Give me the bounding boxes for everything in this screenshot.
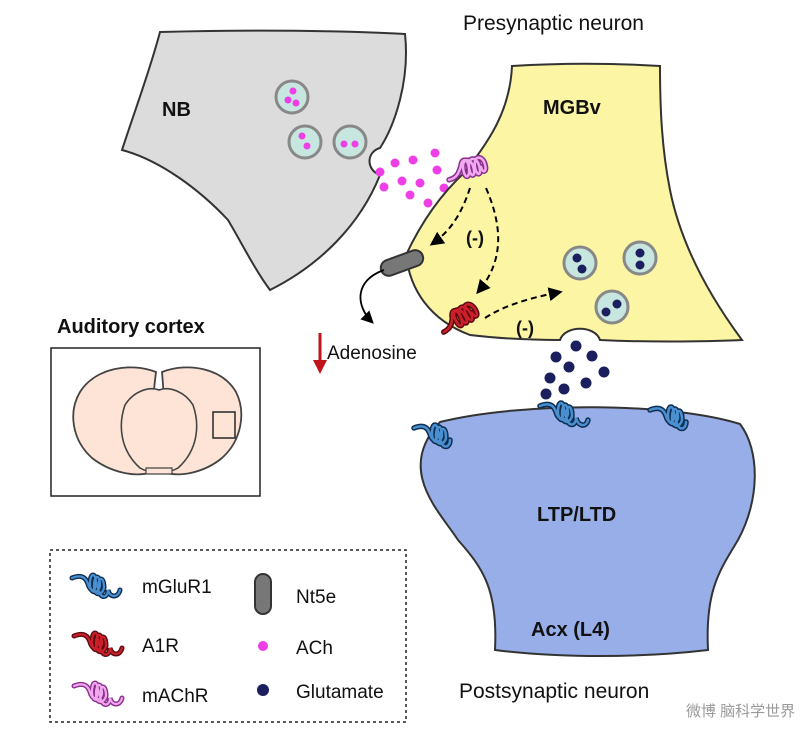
- legend-machr-label: mAChR: [142, 686, 209, 707]
- adenosine-label: Adenosine: [327, 343, 417, 364]
- inhibition-label-2: (-): [516, 318, 534, 338]
- legend-a1r-label: A1R: [142, 636, 179, 657]
- postsynaptic-label: Postsynaptic neuron: [459, 680, 649, 703]
- ltp-ltd-label: LTP/LTD: [537, 504, 616, 526]
- acx-region-marker: [212, 411, 236, 439]
- legend-nt5e-symbol: [254, 573, 272, 615]
- ach-molecules: [375, 148, 449, 208]
- nb-neuron-body: [120, 29, 407, 292]
- mglur1-receptor: [537, 400, 591, 428]
- brain-section: [72, 366, 243, 476]
- mglur1-receptor: [647, 404, 689, 432]
- legend-a1r-symbol: [71, 630, 125, 657]
- legend-machr-symbol: [71, 680, 125, 707]
- legend-mglur1-symbol: [69, 572, 123, 599]
- legend-ach-label: ACh: [296, 638, 333, 659]
- mglur1-receptor: [411, 422, 453, 450]
- postsynaptic-neuron-body: [419, 406, 756, 657]
- legend-ach-symbol: [258, 641, 268, 651]
- nb-vesicles: [274, 79, 368, 160]
- presynaptic-label: Presynaptic neuron: [463, 12, 644, 35]
- vesicle: [274, 79, 310, 115]
- vesicle: [287, 124, 323, 160]
- machr-to-nt5e-arrow: [429, 187, 471, 246]
- nt5e-to-adenosine-arrow: [359, 269, 385, 324]
- legend-box: [49, 549, 407, 723]
- glutamate-molecules: [540, 340, 610, 400]
- machr-to-a1r-arrow: [476, 187, 500, 295]
- legend-mglur1-label: mGluR1: [142, 577, 212, 598]
- a1r-receptor: [441, 301, 480, 335]
- auditory-cortex-label: Auditory cortex: [57, 316, 205, 338]
- vesicle: [332, 124, 368, 160]
- a1r-to-vesicles-arrow: [484, 287, 563, 319]
- inhibition-label-1: (-): [466, 228, 484, 248]
- mgbv-label: MGBv: [543, 97, 602, 119]
- mgbv-neuron-body: [404, 62, 744, 343]
- vesicle: [622, 240, 658, 276]
- mgbv-vesicles: [562, 240, 658, 325]
- nb-label: NB: [162, 99, 191, 121]
- legend-nt5e-label: Nt5e: [296, 587, 336, 608]
- vesicle: [562, 245, 598, 281]
- legend-glutamate-label: Glutamate: [296, 682, 384, 703]
- legend-glutamate-symbol: [257, 684, 269, 696]
- watermark-text: 微博 脑科学世界: [686, 703, 795, 720]
- machr-receptor: [446, 154, 489, 183]
- vesicle: [594, 289, 630, 325]
- adenosine-decrease-arrow: [313, 333, 327, 374]
- acx-label: Acx (L4): [531, 619, 610, 641]
